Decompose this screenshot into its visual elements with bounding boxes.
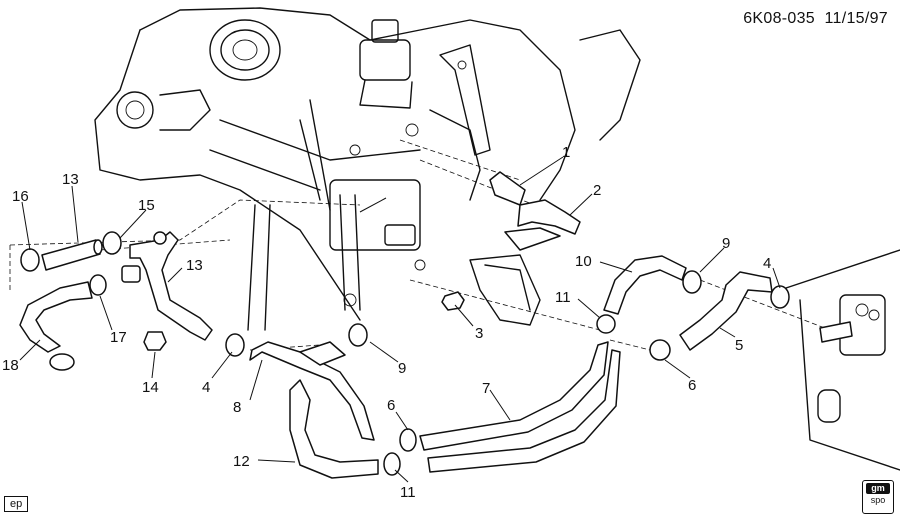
callout-9-left: 9 <box>398 360 406 377</box>
clamp-9-right <box>682 270 702 294</box>
hose-8 <box>249 341 375 441</box>
hose-2 <box>517 199 581 235</box>
clamp-6-right <box>649 339 671 361</box>
callout-17: 17 <box>110 329 127 346</box>
callout-4-left: 4 <box>202 379 210 396</box>
clamp-9-left <box>348 323 368 347</box>
callout-13-side: 13 <box>186 257 203 274</box>
callout-9-right: 9 <box>722 235 730 252</box>
clamp-11-top <box>596 314 616 334</box>
callout-12: 12 <box>233 453 250 470</box>
hose-18-curved <box>19 281 93 353</box>
clamp-11-bottom <box>383 452 401 476</box>
clamp-16 <box>20 248 40 272</box>
diagram-code: 6K08-035 <box>743 10 815 27</box>
callout-18: 18 <box>2 357 19 374</box>
hose-parts <box>19 171 853 479</box>
callout-6-middle: 6 <box>387 397 395 414</box>
callout-6-right: 6 <box>688 377 696 394</box>
leader-lines <box>19 156 781 483</box>
pipe-7-upper <box>419 341 609 451</box>
nut-3 <box>441 291 465 311</box>
callout-2: 2 <box>593 182 601 199</box>
pipe-13-elbow <box>129 231 213 341</box>
spo-logo-text: spo <box>870 495 886 505</box>
callout-1: 1 <box>562 144 570 161</box>
callout-7: 7 <box>482 380 490 397</box>
clamp-4-left <box>225 333 245 357</box>
pipe-7-lower <box>427 349 621 473</box>
fitting-1 <box>489 171 526 206</box>
callout-labels: 1 2 3 4 4 5 6 6 7 8 9 9 10 11 11 12 13 1… <box>2 144 771 501</box>
ep-tag: ep <box>4 496 29 512</box>
hose-13-straight <box>41 239 101 271</box>
engine-block-art <box>94 7 900 471</box>
nut-14 <box>143 331 167 351</box>
diagram-header: 6K08-035 11/15/97 <box>743 10 888 28</box>
callout-14: 14 <box>142 379 159 396</box>
gm-spo-logo: gm spo <box>862 480 894 514</box>
callout-11-top: 11 <box>555 289 571 306</box>
clamp-17 <box>89 274 107 296</box>
gm-logo-text: gm <box>866 483 890 494</box>
callout-8: 8 <box>233 399 241 416</box>
clamp-6-middle <box>399 428 417 452</box>
clamp-4-right <box>770 285 790 309</box>
clamp-18 <box>49 353 75 371</box>
callout-5: 5 <box>735 337 743 354</box>
callout-10: 10 <box>575 253 592 270</box>
clamp-15 <box>102 231 122 255</box>
hose-5 <box>679 271 773 351</box>
callout-16: 16 <box>12 188 29 205</box>
callout-15: 15 <box>138 197 155 214</box>
callout-13-top: 13 <box>62 171 79 188</box>
hose-12 <box>289 379 379 479</box>
callout-11-bottom: 11 <box>400 484 416 501</box>
diagram-date: 11/15/97 <box>824 10 888 27</box>
hose-10 <box>603 255 687 315</box>
callout-4-right: 4 <box>763 255 771 272</box>
callout-3: 3 <box>475 325 483 342</box>
